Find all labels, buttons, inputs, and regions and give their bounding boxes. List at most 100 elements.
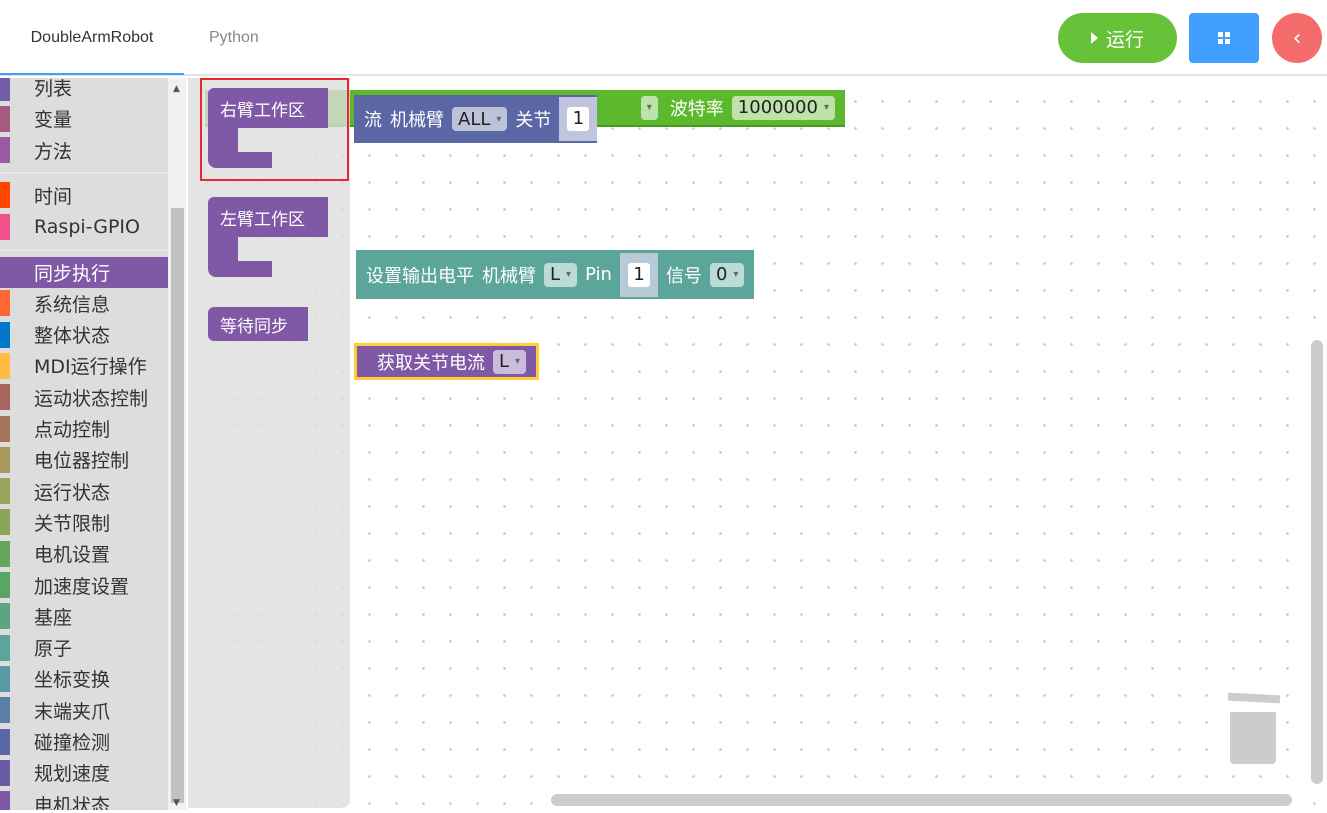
toolbox-category[interactable]: 同步执行 (0, 256, 168, 288)
category-label: 碰撞检测 (34, 732, 111, 754)
category-color-swatch (0, 105, 10, 132)
category-color-swatch (0, 384, 10, 411)
back-button[interactable]: ‹ (1272, 13, 1322, 63)
set-output-level-block[interactable]: 设置输出电平 机械臂 L Pin 1 信号 0 (356, 250, 755, 299)
signal-label: 信号 (665, 265, 702, 287)
chevron-left-icon: ‹ (1292, 25, 1302, 51)
block-label: 流 (364, 110, 382, 131)
toolbox-category[interactable]: 变量 (0, 103, 168, 134)
category-color-swatch (0, 182, 10, 209)
workspace[interactable]: 波特率 1000000 流 机械臂 ALL 关节 1 设置输出电平 机械臂 L … (186, 78, 1327, 810)
category-label: 关节限制 (34, 512, 111, 535)
category-color-swatch (0, 446, 10, 473)
run-button[interactable]: 运行 (1058, 13, 1177, 63)
scrollbar-thumb[interactable] (171, 208, 184, 803)
workspace-horizontal-scrollbar[interactable] (551, 794, 1292, 806)
toolbox-category[interactable]: Raspi-GPIO (0, 211, 168, 242)
toolbox-scrollbar[interactable]: ▲ ▼ (168, 78, 186, 810)
category-color-swatch (0, 78, 10, 101)
baud-label: 波特率 (669, 98, 724, 120)
signal-dropdown[interactable]: 0 (709, 262, 745, 287)
toolbox-category[interactable]: 电机状态 (0, 789, 168, 810)
scroll-up-icon[interactable]: ▲ (173, 84, 180, 94)
grid-menu-button[interactable] (1189, 13, 1259, 63)
get-joint-current-block[interactable]: 获取关节电流 L (354, 343, 540, 380)
toolbox: 列表变量方法时间 Raspi-GPIO 同步执行系统信息整体状态 MDI运行操作运动状… (0, 78, 168, 810)
toolbox-category[interactable]: 规划速度 (0, 757, 168, 788)
toolbox-category[interactable]: 列表 (0, 78, 168, 103)
toolbox-category[interactable]: 系统信息 (0, 288, 168, 319)
toolbox-category[interactable]: 运动状态控制 (0, 382, 168, 413)
scroll-down-icon[interactable]: ▼ (173, 798, 180, 808)
toolbox-category[interactable]: 方法 (0, 135, 168, 166)
block-label: 右臂工作区 (208, 88, 328, 128)
category-label: 电位器控制 (34, 450, 130, 473)
toolbox-category[interactable]: 关节限制 (0, 507, 168, 538)
category-label: 原子 (34, 638, 73, 661)
toolbox-category[interactable]: 末端夹爪 (0, 695, 168, 726)
toolbox-category[interactable]: 运行状态 (0, 476, 168, 507)
category-label: 方法 (34, 140, 73, 163)
toolbox-category[interactable]: 电位器控制 (0, 444, 168, 475)
header: DoubleArmRobot Python 运行 ‹ (0, 0, 1327, 76)
selection-highlight (200, 78, 349, 181)
category-color-swatch (0, 352, 10, 379)
category-color-swatch (0, 791, 10, 810)
toolbox-category[interactable]: 时间 (0, 180, 168, 211)
category-color-swatch (0, 572, 10, 598)
wait-sync-block[interactable]: 等待同步 (208, 307, 308, 341)
block-label: 左臂工作区 (208, 197, 328, 237)
pin-input[interactable]: 1 (627, 262, 650, 287)
category-label: Raspi-GPIO (34, 215, 140, 238)
category-label: 列表 (34, 78, 73, 100)
category-label: 电机状态 (34, 794, 111, 810)
category-color-swatch (0, 603, 10, 630)
toolbox-category[interactable]: 碰撞检测 (0, 726, 168, 757)
toolbox-separator (0, 171, 168, 174)
block-label: 获取关节电流 (377, 352, 485, 374)
dropdown[interactable] (640, 95, 658, 120)
tab-python[interactable]: Python (209, 29, 259, 46)
toolbox-separator (0, 248, 168, 251)
category-color-swatch (0, 697, 10, 724)
toolbox-category[interactable]: MDI运行操作 (0, 350, 168, 381)
category-color-swatch (0, 540, 10, 567)
category-color-swatch (0, 137, 10, 164)
category-color-swatch (0, 213, 10, 240)
toolbox-category[interactable]: 原子 (0, 632, 168, 663)
baud-dropdown[interactable]: 1000000 (731, 95, 835, 120)
category-color-swatch (0, 728, 10, 755)
category-color-swatch (0, 634, 10, 661)
arm-dropdown[interactable]: ALL (452, 107, 508, 131)
toolbox-category[interactable]: 整体状态 (0, 319, 168, 350)
toolbox-category[interactable]: 基座 (0, 601, 168, 632)
arm-label: 机械臂 (390, 110, 444, 131)
right-arm-workspace-block[interactable]: 右臂工作区 (208, 88, 328, 168)
trash-icon[interactable] (1227, 692, 1281, 766)
category-label: 整体状态 (34, 325, 111, 348)
joint-label: 关节 (515, 110, 552, 131)
run-label: 运行 (1105, 28, 1144, 51)
toolbox-category[interactable]: 电机设置 (0, 538, 168, 569)
category-label: 基座 (34, 606, 73, 629)
category-label: 运动状态控制 (34, 387, 149, 410)
toolbox-category[interactable]: 坐标变换 (0, 663, 168, 694)
category-color-swatch (0, 665, 10, 692)
workspace-vertical-scrollbar[interactable] (1311, 340, 1323, 784)
arm-dropdown[interactable]: L (544, 262, 578, 287)
category-color-swatch (0, 259, 10, 285)
arm-dropdown[interactable]: L (493, 349, 527, 374)
toolbox-category[interactable]: 点动控制 (0, 413, 168, 444)
category-label: 加速度设置 (34, 575, 130, 598)
block-label: 设置输出电平 (366, 265, 474, 287)
category-color-swatch (0, 478, 10, 505)
tab-doublearmrobot[interactable]: DoubleArmRobot (0, 0, 184, 75)
category-color-swatch (0, 290, 10, 317)
category-color-swatch (0, 509, 10, 536)
joint-input[interactable]: 1 (567, 107, 590, 131)
joint-current-block[interactable]: 流 机械臂 ALL 关节 1 (354, 95, 598, 143)
category-label: MDI运行操作 (34, 356, 147, 379)
category-color-swatch (0, 321, 10, 348)
left-arm-workspace-block[interactable]: 左臂工作区 (208, 197, 328, 277)
toolbox-category[interactable]: 加速度设置 (0, 570, 168, 601)
